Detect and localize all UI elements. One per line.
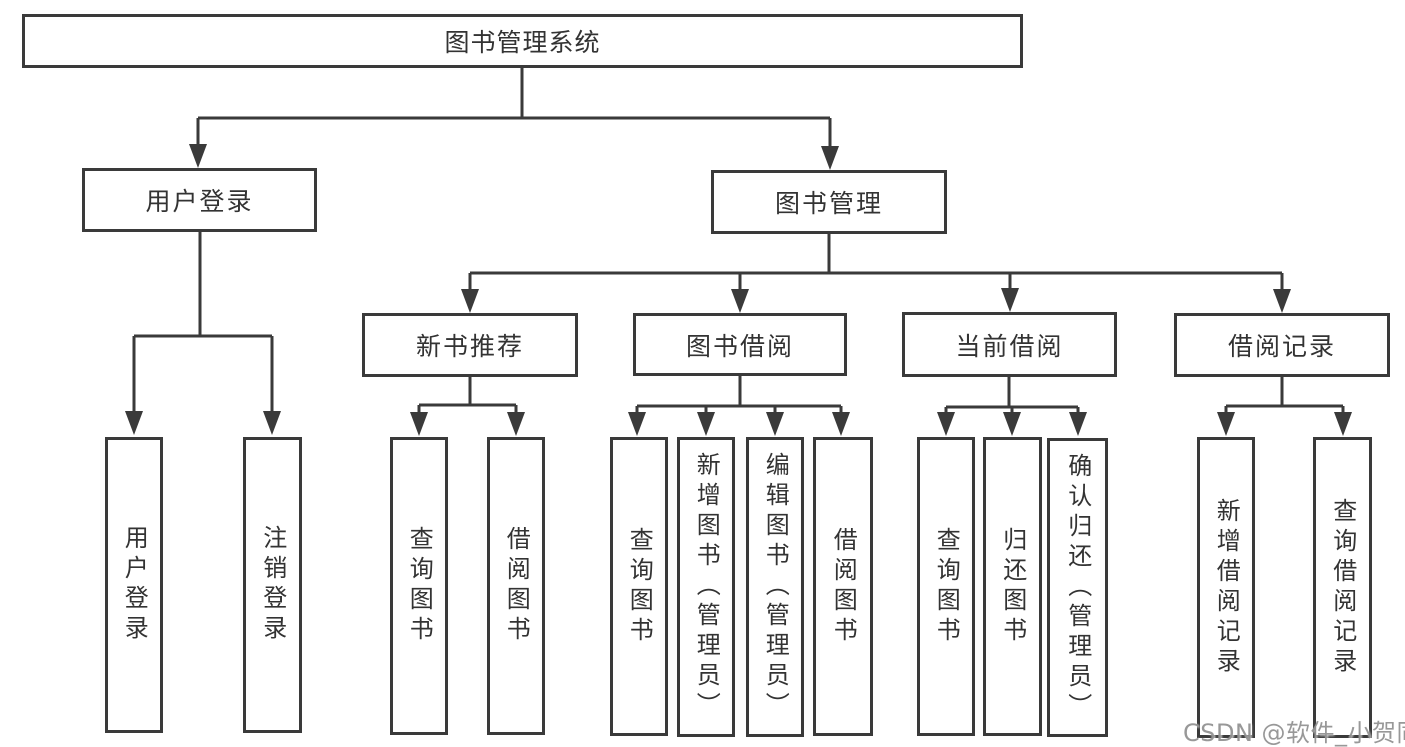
leaf-logout: 注销登录	[243, 437, 302, 733]
csdn-watermark: CSDN @软件_小贺同学	[1183, 719, 1405, 747]
leaf-logout-label: 注销登录	[258, 525, 287, 645]
leaf-edit-book-admin-label: 编辑图书（管理员）	[761, 452, 790, 722]
node-book-borrowing-label: 图书借阅	[685, 331, 794, 361]
node-book-management: 图书管理	[711, 170, 947, 234]
leaf-query-borrow-record: 查询借阅记录	[1313, 437, 1372, 738]
node-book-management-label: 图书管理	[774, 189, 883, 218]
leaf-add-borrow-record: 新增借阅记录	[1197, 437, 1255, 738]
node-root-label: 图书管理系统	[444, 28, 601, 57]
leaf-query-books-current: 查询图书	[917, 437, 975, 736]
leaf-query-borrow-record-label: 查询借阅记录	[1328, 497, 1357, 678]
leaf-return-books: 归还图书	[983, 437, 1042, 736]
leaf-add-borrow-record-label: 新增借阅记录	[1212, 497, 1241, 678]
leaf-borrow-books-recommend-label: 借阅图书	[502, 526, 531, 646]
node-new-book-recommend-label: 新书推荐	[415, 332, 524, 361]
leaf-user-login-label: 用户登录	[120, 525, 149, 645]
node-root: 图书管理系统	[22, 14, 1023, 68]
leaf-query-books-recommend: 查询图书	[390, 437, 448, 735]
node-new-book-recommend: 新书推荐	[362, 313, 578, 377]
node-current-borrowing-label: 当前借阅	[955, 331, 1064, 361]
leaf-confirm-return-admin-label: 确认归还（管理员）	[1063, 452, 1092, 723]
leaf-confirm-return-admin: 确认归还（管理员）	[1047, 438, 1108, 737]
leaf-query-books-recommend-label: 查询图书	[405, 526, 434, 646]
leaf-query-books-current-label: 查询图书	[932, 526, 961, 647]
leaf-borrow-books-borrowing: 借阅图书	[813, 437, 873, 736]
leaf-borrow-books-borrowing-label: 借阅图书	[829, 526, 858, 647]
leaf-borrow-books-recommend: 借阅图书	[487, 437, 545, 735]
node-borrowing-records: 借阅记录	[1174, 313, 1390, 377]
leaf-add-book-admin-label: 新增图书（管理员）	[692, 452, 721, 722]
leaf-return-books-label: 归还图书	[998, 526, 1027, 647]
leaf-add-book-admin: 新增图书（管理员）	[677, 437, 735, 737]
leaf-edit-book-admin: 编辑图书（管理员）	[746, 437, 804, 737]
node-current-borrowing: 当前借阅	[902, 312, 1117, 377]
arrowhead-icon	[125, 144, 1352, 436]
node-user-login-label: 用户登录	[145, 187, 254, 216]
leaf-query-books-borrowing-label: 查询图书	[625, 526, 654, 647]
node-book-borrowing: 图书借阅	[633, 313, 847, 376]
leaf-query-books-borrowing: 查询图书	[610, 437, 668, 736]
node-borrowing-records-label: 借阅记录	[1227, 332, 1336, 361]
node-user-login: 用户登录	[82, 168, 317, 232]
leaf-user-login: 用户登录	[105, 437, 163, 733]
tree-edges	[132, 68, 1345, 423]
